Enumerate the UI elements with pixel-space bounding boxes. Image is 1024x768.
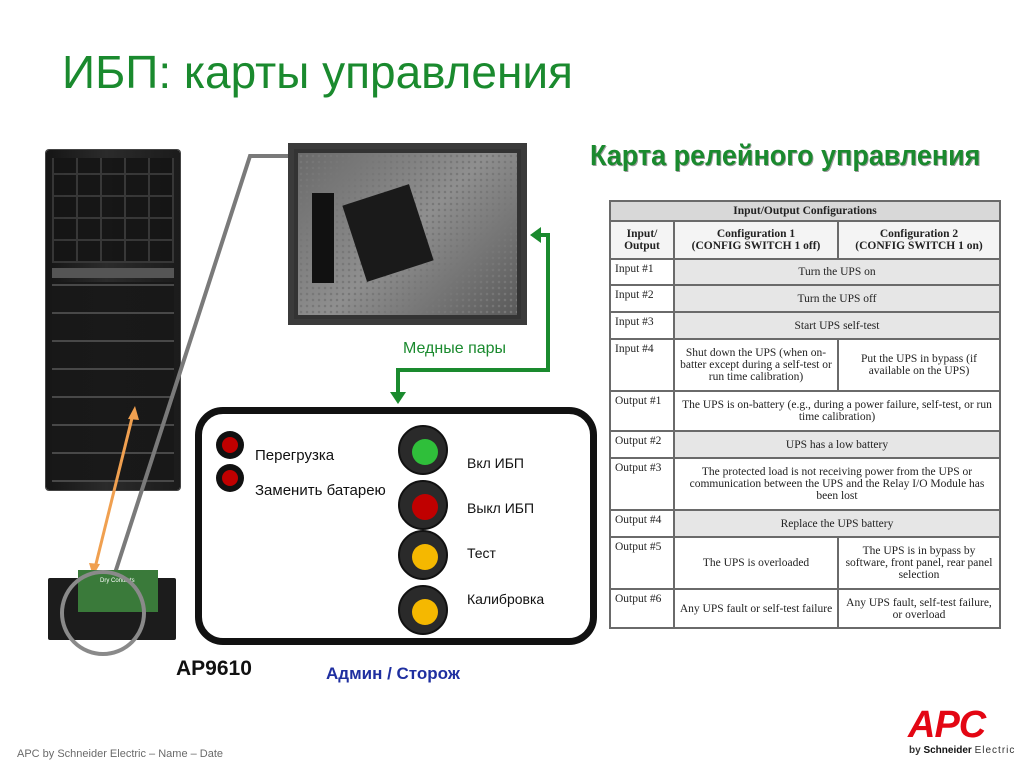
col-config2-header: Configuration 2 (CONFIG SWITCH 1 on) [837, 220, 1001, 260]
logo-by: by [909, 745, 921, 756]
green-arrow-head-left [530, 227, 541, 243]
table-cell-config2: The UPS is in bypass by software, front … [837, 536, 1001, 590]
table-row-label: Input #1 [609, 258, 675, 286]
table-title: Input/Output Configurations [609, 200, 1001, 222]
logo-brand: Schneider [923, 745, 972, 756]
table-cell-both: The UPS is on-battery (e.g., during a po… [673, 390, 1001, 432]
grey-connector-line [103, 154, 288, 605]
table-row-label: Output #3 [609, 457, 675, 511]
yellow-led-icon [412, 599, 438, 625]
logo-electric: Electric [974, 745, 1016, 756]
apc-logo: APC [908, 704, 986, 746]
replace-battery-label: Заменить батарею [255, 482, 386, 499]
table-row-label: Input #4 [609, 338, 675, 392]
table-row-label: Output #2 [609, 430, 675, 459]
col-io-header: Input/ Output [609, 220, 675, 260]
ups-on-button[interactable] [398, 425, 448, 475]
highlight-circle [60, 570, 146, 656]
db-connector [312, 193, 334, 283]
col-config1-line1: Configuration 1 [716, 228, 796, 240]
green-copper-line [396, 233, 550, 400]
card-model-label: AP9610 [176, 657, 252, 680]
table-cell-config2: Any UPS fault, self-test failure, or ove… [837, 588, 1001, 629]
table-row-label: Output #6 [609, 588, 675, 629]
orange-arrow-head-bottom [89, 563, 100, 576]
yellow-led-icon [412, 544, 438, 570]
relay-card-heading: Карта релейного управления [590, 140, 981, 172]
control-panel [195, 407, 597, 645]
red-led-icon [412, 494, 438, 520]
table-row-label: Output #5 [609, 536, 675, 590]
table-cell-both: Turn the UPS on [673, 258, 1001, 286]
test-button[interactable] [398, 530, 448, 580]
table-row-label: Input #3 [609, 311, 675, 340]
replace-battery-led [222, 470, 238, 486]
relay-board [298, 153, 517, 315]
ups-on-label: Вкл ИБП [467, 455, 524, 471]
table-cell-config1: The UPS is overloaded [673, 536, 839, 590]
table-row-label: Output #4 [609, 509, 675, 538]
overload-led [222, 437, 238, 453]
footer-text: APC by Schneider Electric – Name – Date [17, 748, 224, 760]
io-config-table: Input/Output Configurations Input/ Outpu… [609, 200, 1001, 629]
test-label: Тест [467, 545, 496, 561]
green-arrow-head-down [390, 392, 406, 404]
slide-title: ИБП: карты управления [62, 46, 573, 98]
table-cell-both: Replace the UPS battery [673, 509, 1001, 538]
table-cell-both: The protected load is not receiving powe… [673, 457, 1001, 511]
overload-label: Перегрузка [255, 447, 335, 464]
table-cell-config1: Any UPS fault or self-test failure [673, 588, 839, 629]
copper-pairs-label: Медные пары [403, 340, 507, 357]
admin-label: Админ / Сторож [326, 664, 460, 683]
table-cell-both: UPS has a low battery [673, 430, 1001, 459]
col-config1-line2: (CONFIG SWITCH 1 off) [691, 240, 821, 252]
ups-cabinet-image [46, 150, 180, 490]
table-cell-both: Turn the UPS off [673, 284, 1001, 313]
green-led-icon [412, 439, 438, 465]
col-config2-line1: Configuration 2 [879, 228, 959, 240]
table-row-label: Output #1 [609, 390, 675, 432]
ups-off-label: Выкл ИБП [467, 500, 535, 516]
table-cell-both: Start UPS self-test [673, 311, 1001, 340]
relay-board-photo [288, 143, 527, 325]
table-cell-config1: Shut down the UPS (when on-batter except… [673, 338, 839, 392]
table-cell-config2: Put the UPS in bypass (if available on t… [837, 338, 1001, 392]
col-config2-line2: (CONFIG SWITCH 1 on) [855, 240, 983, 252]
apc-logo-tagline: by Schneider Electric [909, 745, 1015, 756]
ups-band [52, 268, 174, 278]
ups-off-button[interactable] [398, 480, 448, 530]
calibration-button[interactable] [398, 585, 448, 635]
calibration-label: Калибровка [467, 591, 545, 607]
orange-arrow-head-top [128, 406, 139, 420]
ups-top-panel [52, 158, 174, 263]
col-config1-header: Configuration 1 (CONFIG SWITCH 1 off) [673, 220, 839, 260]
table-row-label: Input #2 [609, 284, 675, 313]
orange-arrow-line [93, 413, 135, 569]
